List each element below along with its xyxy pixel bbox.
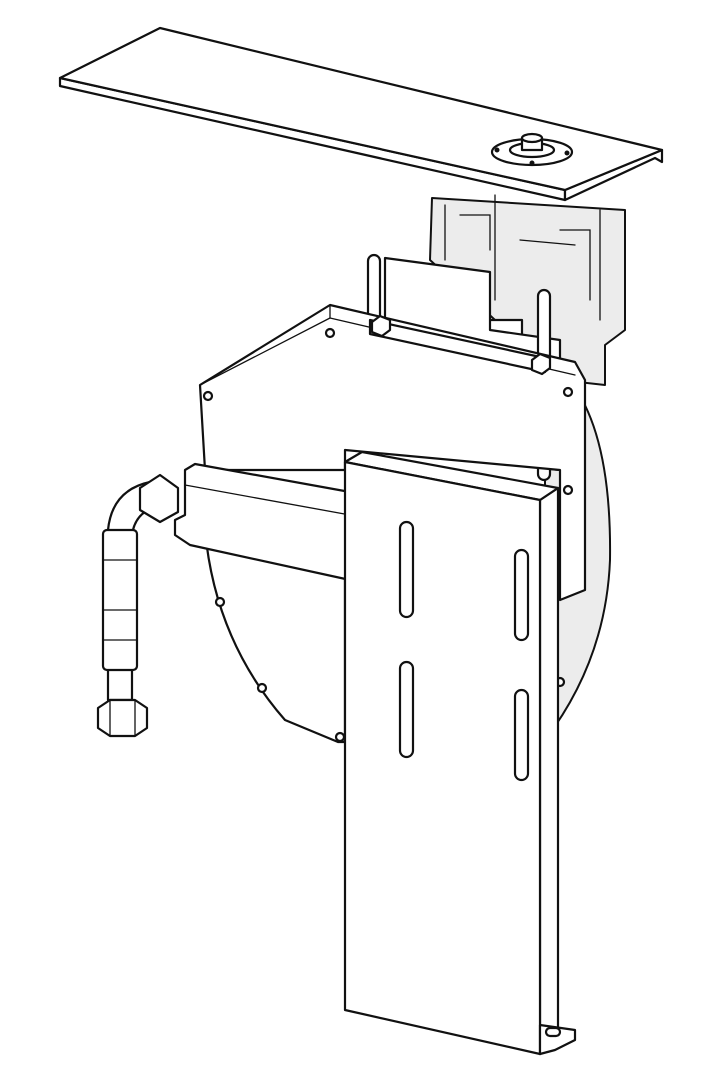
connection-bar [173, 462, 352, 582]
valve-fitting [490, 132, 574, 167]
hose [96, 473, 180, 738]
main-box [198, 303, 587, 602]
top-plate [58, 26, 664, 202]
front-plate [343, 450, 577, 1056]
